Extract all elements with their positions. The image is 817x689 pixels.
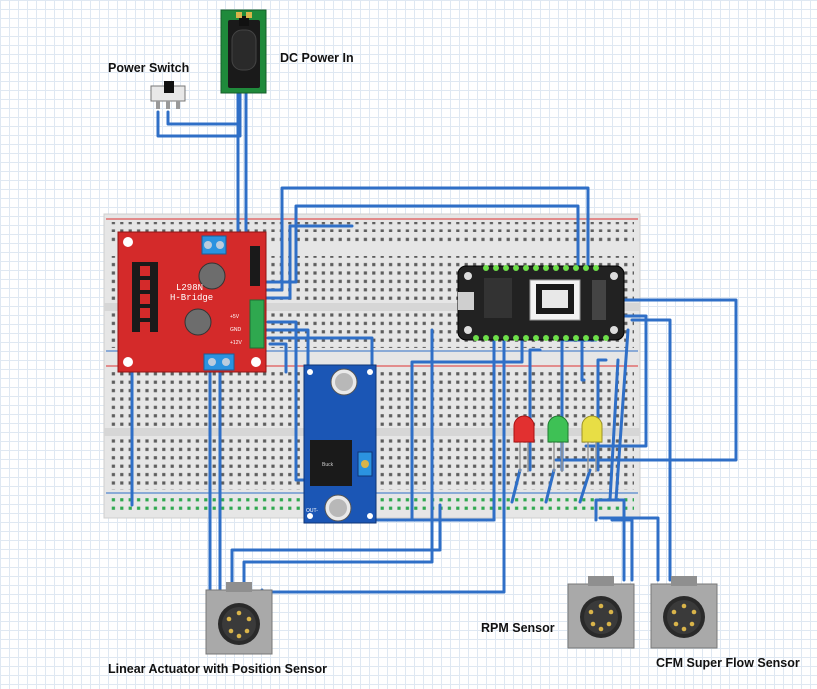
wire bbox=[242, 328, 434, 592]
wire bbox=[262, 328, 310, 367]
buck-chip-text: Buck bbox=[322, 462, 334, 468]
dc-power-in-label: DC Power In bbox=[280, 51, 354, 65]
cfm-sensor-connector bbox=[650, 576, 718, 649]
buck-converter bbox=[303, 364, 377, 524]
hbridge-title-line1: L298N bbox=[176, 283, 203, 293]
wire bbox=[230, 503, 442, 592]
led-red bbox=[513, 415, 535, 472]
rpm-sensor-connector bbox=[567, 576, 635, 649]
dc-power-jack bbox=[220, 9, 267, 94]
wire bbox=[580, 324, 586, 382]
power-switch bbox=[150, 81, 186, 109]
l298n-h-bridge bbox=[117, 231, 267, 373]
rpm-sensor-label: RPM Sensor bbox=[481, 621, 555, 635]
hbridge-pin-gnd: GND bbox=[230, 327, 242, 333]
power-switch-label: Power Switch bbox=[108, 61, 190, 75]
wire bbox=[594, 498, 626, 582]
linear-actuator-label: Linear Actuator with Position Sensor bbox=[108, 662, 328, 676]
feather-microcontroller bbox=[457, 265, 625, 341]
wire bbox=[544, 468, 556, 504]
wire bbox=[264, 186, 590, 292]
wire bbox=[328, 334, 496, 522]
wire bbox=[510, 468, 522, 504]
wire bbox=[414, 338, 524, 364]
wire bbox=[166, 110, 240, 126]
wire bbox=[266, 336, 374, 367]
led-yellow bbox=[581, 415, 603, 472]
wire bbox=[156, 86, 242, 138]
cfm-sensor-label: CFM Super Flow Sensor bbox=[656, 656, 800, 670]
buck-out-minus: OUT- bbox=[306, 508, 318, 514]
feather-pins bbox=[473, 265, 609, 341]
wire bbox=[264, 224, 354, 300]
wire bbox=[578, 468, 592, 504]
wire bbox=[610, 518, 634, 582]
wire bbox=[630, 318, 672, 582]
wire bbox=[554, 298, 738, 462]
wire bbox=[614, 328, 630, 502]
hbridge-pin-5v: +5V bbox=[230, 314, 240, 320]
hbridge-title-line2: H-Bridge bbox=[170, 293, 213, 303]
wire bbox=[598, 516, 660, 582]
wire bbox=[266, 320, 310, 482]
wire bbox=[608, 358, 620, 502]
wire bbox=[268, 342, 288, 374]
linear-actuator-connector bbox=[205, 582, 273, 655]
wire bbox=[264, 204, 580, 284]
hbridge-pin-12v: +12V bbox=[230, 340, 242, 346]
led-green bbox=[547, 415, 569, 472]
